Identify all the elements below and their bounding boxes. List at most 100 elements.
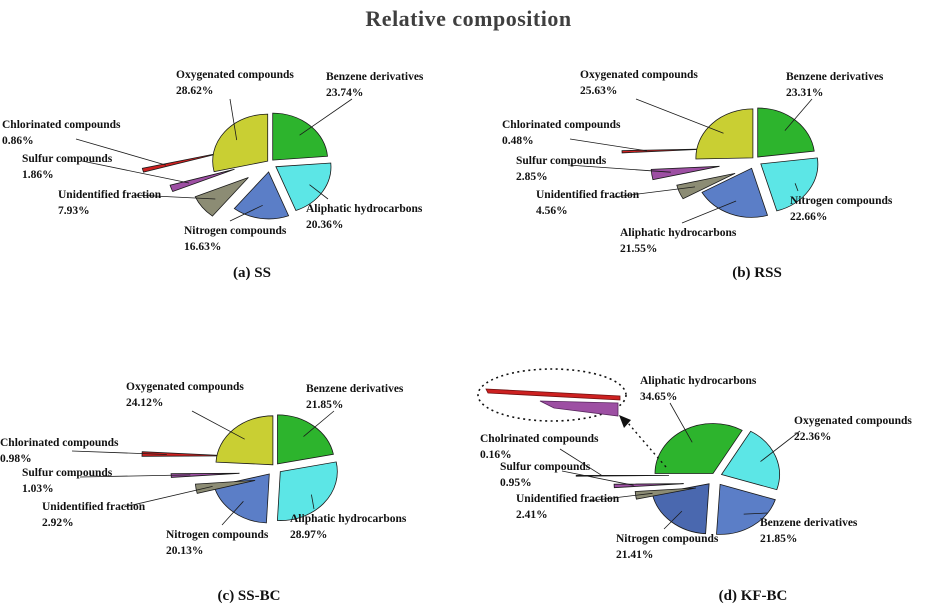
slice-label-sulfur-compounds: Sulfur compounds 2.85% (516, 153, 606, 185)
chart-caption--c-ss-bc: (c) SS-BC (217, 588, 281, 604)
pie-slice-oxygenated-compounds (215, 415, 274, 466)
pie-slice-unidentified-fraction (194, 480, 256, 494)
slice-label-percent: 2.85% (516, 171, 548, 184)
slice-label-percent: 23.74% (326, 87, 364, 100)
leader-line-benzene-derivatives (743, 512, 769, 515)
slice-label-sulfur-compounds: Sulfur compounds 1.86% (22, 151, 112, 183)
slice-label-name: Nitrogen compounds (616, 533, 719, 545)
leader-line-aliphatic-hydrocarbons (681, 200, 737, 224)
pie-slice-cholrinated-compounds (575, 475, 670, 477)
leader-line-oxygenated-compounds (191, 410, 245, 440)
slice-label-percent: 0.48% (502, 135, 534, 148)
pie-slice-oxygenated-compounds (720, 430, 780, 491)
leader-line-oxygenated-compounds (760, 430, 801, 462)
slice-label-name: Aliphatic hydrocarbons (640, 375, 757, 387)
slice-label-nitrogen-compounds: Nitrogen compounds 20.13% (166, 527, 268, 559)
slice-label-percent: 0.86% (2, 135, 34, 148)
slice-label-percent: 0.95% (500, 477, 532, 490)
callout-sulfur-slice (539, 400, 619, 417)
slice-label-name: Nitrogen compounds (166, 529, 269, 541)
pie-slice-unidentified-fraction (194, 177, 249, 217)
callout-chlorinated-slice (485, 388, 621, 401)
slice-label-percent: 25.63% (580, 85, 618, 98)
slice-label-name: Unidentified fraction (536, 189, 640, 201)
pie-slice-nitrogen-compounds (233, 171, 290, 220)
slice-label-percent: 22.66% (790, 211, 828, 224)
slice-label-name: Chlorinated compounds (502, 119, 621, 131)
slice-label-aliphatic-hydrocarbons: Aliphatic hydrocarbons 20.36% (306, 201, 422, 233)
slice-label-percent: 20.13% (166, 545, 204, 558)
slice-label-name: Oxygenated compounds (580, 69, 698, 81)
slice-label-name: Chlorinated compounds (0, 437, 119, 449)
slice-label-name: Oxygenated compounds (794, 415, 912, 427)
slice-label-name: Aliphatic hydrocarbons (620, 227, 737, 239)
leader-line-sulfur-compounds (567, 164, 671, 173)
slice-label-percent: 28.62% (176, 85, 214, 98)
leader-line-nitrogen-compounds (794, 183, 799, 192)
leader-line-unidentified-fraction (123, 486, 213, 508)
leader-line-nitrogen-compounds (229, 204, 263, 222)
pie-slice-chlorinated-compounds (141, 451, 231, 457)
leader-line-aliphatic-hydrocarbons (309, 184, 329, 200)
slice-label-chlorinated-compounds: Chlorinated compounds 0.86% (2, 117, 121, 149)
slice-label-percent: 4.56% (536, 205, 568, 218)
slice-label-percent: 22.36% (794, 431, 832, 444)
pie-slice-chlorinated-compounds (621, 148, 711, 154)
leader-line-unidentified-fraction (133, 194, 216, 200)
pie-slice-benzene-derivatives (716, 483, 776, 535)
slice-label-name: Sulfur compounds (516, 155, 607, 167)
leader-line-chlorinated-compounds (569, 138, 647, 152)
slice-label-percent: 1.86% (22, 169, 54, 182)
slice-label-name: Sulfur compounds (500, 461, 591, 473)
pie-slice-nitrogen-compounds (760, 157, 819, 212)
slice-label-percent: 20.36% (306, 219, 344, 232)
leader-line-benzene-derivatives (784, 98, 813, 131)
leader-line-aliphatic-hydrocarbons (311, 494, 315, 510)
slice-label-name: Oxygenated compounds (176, 69, 294, 81)
pie-slice-aliphatic-hydrocarbons (654, 423, 743, 474)
slice-label-name: Unidentified fraction (42, 501, 146, 513)
leader-line-chlorinated-compounds (75, 138, 167, 166)
slice-label-name: Chlorinated compounds (2, 119, 121, 131)
slice-label-name: Oxygenated compounds (126, 381, 244, 393)
pie-slice-benzene-derivatives (272, 112, 328, 161)
leader-line-benzene-derivatives (299, 98, 353, 136)
chart-panel--a-ss: Benzene derivatives 23.74% Aliphatic hydro… (0, 55, 460, 305)
slice-label-percent: 16.63% (184, 241, 222, 254)
slice-label-name: Aliphatic hydrocarbons (290, 513, 407, 525)
slice-label-name: Benzene derivatives (326, 71, 424, 83)
pie-slice-oxygenated-compounds (212, 113, 269, 173)
slice-label-oxygenated-compounds: Oxygenated compounds 28.62% (176, 67, 294, 99)
slice-label-sulfur-compounds: Sulfur compounds 0.95% (500, 459, 590, 491)
leader-line-oxygenated-compounds (229, 98, 238, 141)
slice-label-name: Sulfur compounds (22, 153, 113, 165)
slice-label-name: Benzene derivatives (786, 71, 884, 83)
leader-line-benzene-derivatives (303, 410, 335, 437)
callout-arrowhead-icon (619, 415, 631, 428)
chart-caption--b-rss: (b) RSS (732, 265, 782, 281)
leader-line-nitrogen-compounds (221, 501, 244, 526)
leader-line-chlorinated-compounds (71, 450, 167, 455)
leader-line-cholrinated-compounds (559, 448, 603, 477)
pie-slice-chlorinated-compounds (141, 151, 226, 173)
slice-label-name: Benzene derivatives (306, 383, 404, 395)
slice-label-name: Nitrogen compounds (790, 195, 893, 207)
slice-label-name: Aliphatic hydrocarbons (306, 203, 423, 215)
slice-label-chlorinated-compounds: Chlorinated compounds 0.48% (502, 117, 621, 149)
leader-line-oxygenated-compounds (635, 98, 724, 134)
pie-slice-sulfur-compounds (169, 168, 235, 192)
